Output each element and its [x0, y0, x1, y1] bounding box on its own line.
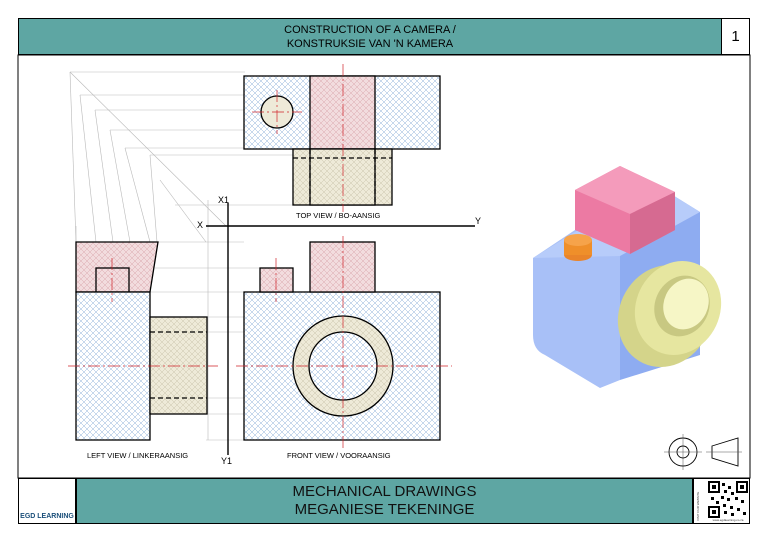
label-y: Y [475, 216, 482, 226]
header-title-band: CONSTRUCTION OF A CAMERA / KONSTRUKSIE V… [18, 18, 722, 55]
top-view-label: TOP VIEW / BO-AANSIG [296, 211, 381, 220]
footer-title-line2: MEGANIESE TEKENINGE [294, 501, 475, 518]
front-view-label: FRONT VIEW / VOORAANSIG [287, 451, 391, 460]
sheet-number: 1 [721, 18, 750, 55]
isometric-camera [533, 166, 722, 388]
front-view-centerlines [236, 236, 452, 448]
label-y1: Y1 [221, 456, 233, 466]
left-view [75, 241, 208, 441]
qr-side-text: VISIT OUR WEBSITE [696, 491, 700, 521]
left-view-centerlines [68, 258, 218, 367]
header-title-line2: KONSTRUKSIE VAN 'N KAMERA [286, 37, 454, 50]
logo-text: EGD LEARNING [20, 513, 74, 520]
front-view [243, 241, 441, 441]
logo-box: EGD LEARNING [18, 478, 76, 524]
footer-title-band: MECHANICAL DRAWINGS MEGANIESE TEKENINGE [76, 478, 693, 524]
header-title-line1: CONSTRUCTION OF A CAMERA / [284, 23, 456, 36]
qr-box: VISIT OUR WEBSITE www.egdlearning.co.za [693, 478, 750, 524]
top-view-centerlines [252, 64, 344, 212]
first-angle-projection-symbol [664, 434, 742, 470]
projection-lines [69, 71, 310, 441]
qr-url: www.egdlearning.co.za [712, 518, 744, 522]
qr-code [708, 481, 748, 518]
label-x: X [197, 220, 204, 230]
left-view-label: LEFT VIEW / LINKERAANSIG [87, 451, 189, 460]
label-x1: X1 [218, 195, 230, 205]
footer-title-line1: MECHANICAL DRAWINGS [292, 483, 477, 500]
top-view [243, 75, 441, 206]
